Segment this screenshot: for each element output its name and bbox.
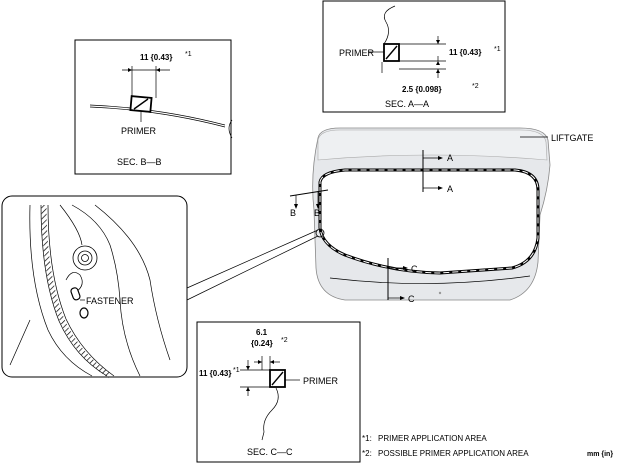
dim-11-aa: 11 {0.43}	[449, 48, 481, 57]
sup1-aa: *1	[494, 46, 501, 53]
detail-leader-top	[186, 229, 319, 289]
section-c-top-label: C	[411, 264, 418, 274]
liftgate-label: LIFTGATE	[551, 133, 593, 143]
note1-mark: *1:	[362, 434, 372, 443]
detail-leader-bottom	[186, 235, 319, 301]
dim-25-aa: 2.5 {0.098}	[402, 85, 442, 94]
section-a-top-label: A	[447, 153, 453, 163]
sup2-cc: *2	[281, 337, 288, 344]
primer-label-cc: PRIMER	[303, 376, 339, 386]
section-b-marker	[289, 189, 329, 209]
section-cc-box	[196, 321, 361, 463]
sec-bb-caption: SEC. B—B	[117, 157, 162, 167]
fastener-detail-box	[1, 195, 188, 379]
dim-024-cc: {0.24}	[251, 339, 273, 348]
units-label: mm {in}	[587, 451, 613, 458]
sec-aa-caption: SEC. A—A	[385, 99, 429, 109]
note2-mark: *2:	[362, 449, 372, 458]
dim-11-cc: 11 {0.43}	[199, 369, 231, 378]
dim-11-bb: 11 {0.43}	[140, 53, 172, 62]
primer-label-aa: PRIMER	[339, 48, 375, 58]
primer-label-bb: PRIMER	[121, 126, 157, 136]
section-aa-box	[322, 0, 506, 113]
section-c-bottom-label: C	[408, 294, 415, 304]
sup2-aa: *2	[472, 83, 479, 90]
liftgate-panel	[312, 127, 551, 301]
section-c-marker	[387, 258, 408, 300]
sec-cc-caption: SEC. C—C	[247, 447, 293, 457]
dim-61-cc: 6.1	[256, 328, 268, 337]
section-a-bottom-label: A	[447, 184, 453, 194]
section-b-right-label: B	[314, 208, 320, 218]
section-a-marker	[422, 150, 443, 192]
section-bb-box	[74, 39, 233, 175]
sup1-cc: *1	[233, 367, 240, 374]
note2-text: POSSIBLE PRIMER APPLICATION AREA	[378, 449, 529, 458]
sup1-bb: *1	[185, 51, 192, 58]
fastener-label: FASTENER	[86, 296, 134, 306]
note1-text: PRIMER APPLICATION AREA	[378, 434, 487, 443]
section-b-left-label: B	[290, 208, 296, 218]
